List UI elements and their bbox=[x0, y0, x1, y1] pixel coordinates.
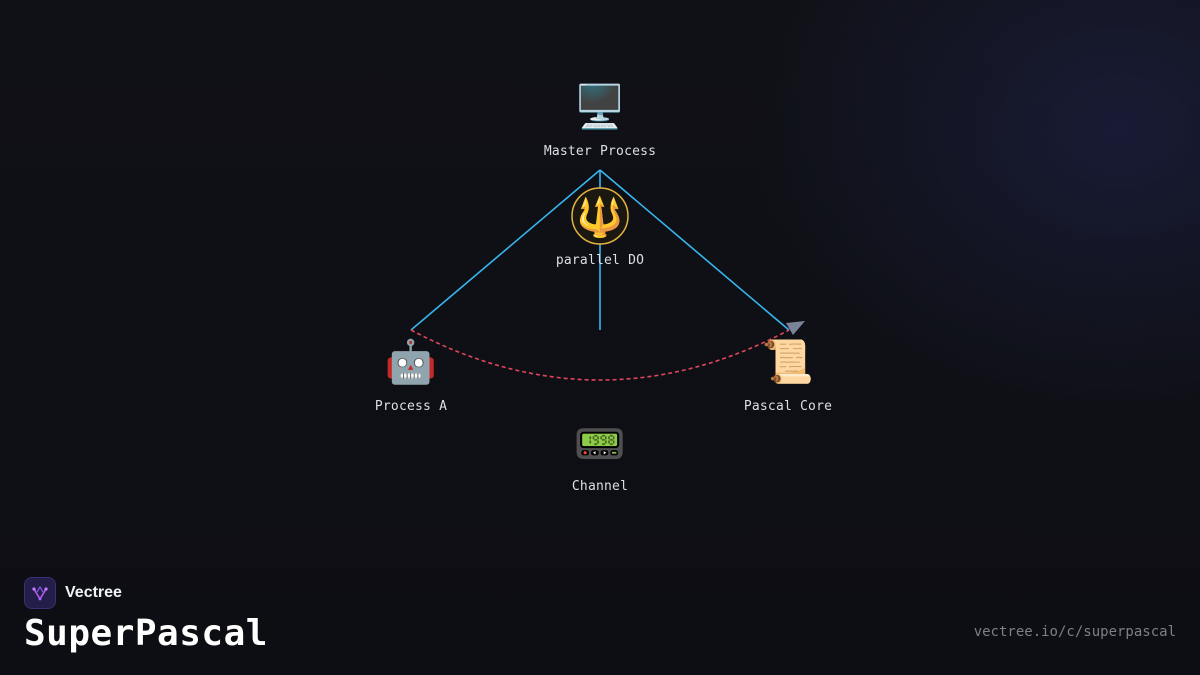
edge-master-to-pascal-core bbox=[599, 169, 790, 331]
scroll-icon: 📜 bbox=[761, 337, 815, 386]
brand: Vectree bbox=[24, 577, 122, 609]
page-url: vectree.io/c/superpascal bbox=[973, 624, 1176, 640]
pager-icon: 📟 bbox=[573, 419, 627, 468]
edge-process-a-to-pascal-core-dashed bbox=[410, 329, 790, 381]
trident-icon: 🔱 bbox=[576, 195, 624, 239]
node-label-pascal-core: Pascal Core bbox=[743, 399, 833, 414]
robot-icon: 🤖 bbox=[384, 337, 438, 386]
desktop-computer-icon: 🖥️ bbox=[573, 82, 627, 131]
node-label-parallel-do: parallel DO bbox=[555, 253, 645, 268]
node-label-channel: Channel bbox=[571, 479, 629, 494]
vectree-logo-icon bbox=[24, 577, 56, 609]
node-label-process-a: Process A bbox=[374, 399, 448, 414]
arrow-head bbox=[786, 321, 805, 335]
edge-master-to-process-a bbox=[410, 169, 601, 331]
page-title: SuperPascal bbox=[24, 613, 268, 654]
brand-name: Vectree bbox=[65, 584, 122, 601]
parallel-do-ring bbox=[571, 187, 629, 245]
node-label-master-process: Master Process bbox=[543, 144, 657, 159]
